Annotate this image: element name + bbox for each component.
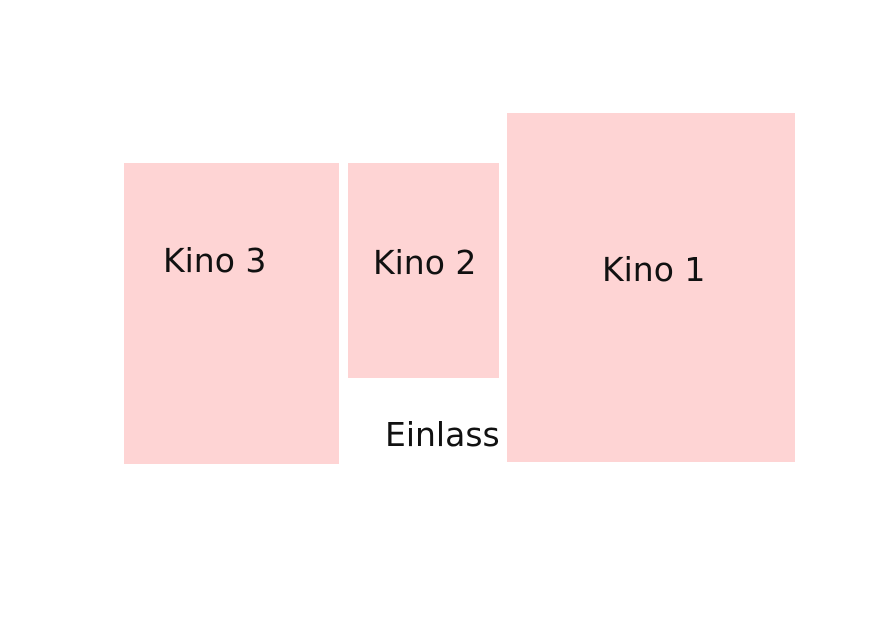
room-kino-1 xyxy=(507,113,795,462)
room-kino-2-label: Kino 2 xyxy=(373,243,477,282)
entrance-label: Einlass xyxy=(385,415,500,454)
room-kino-2 xyxy=(348,163,499,378)
room-kino-3-label: Kino 3 xyxy=(163,241,267,280)
room-kino-3 xyxy=(124,163,339,464)
room-kino-1-label: Kino 1 xyxy=(602,250,706,289)
